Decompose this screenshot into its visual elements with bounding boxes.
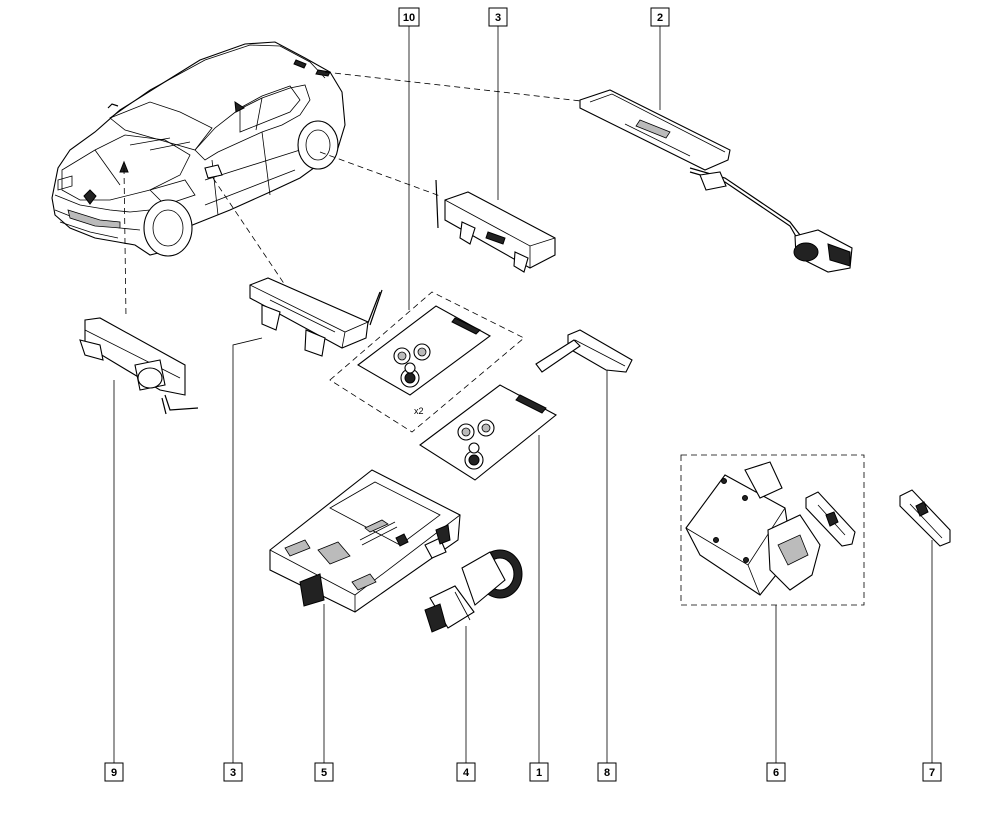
callout-8: 8 [597,762,617,782]
svg-text:10: 10 [403,12,415,24]
callout-4: 4 [456,762,476,782]
callout-2: 2 [650,7,670,27]
svg-text:3: 3 [230,767,236,779]
svg-text:9: 9 [111,767,117,779]
callout-leaders [113,26,933,764]
callout-1: 1 [529,762,549,782]
svg-text:7: 7 [929,767,935,779]
part-5-control-unit [269,469,461,613]
callout-6: 6 [766,762,786,782]
part-8-emergency-key [535,329,633,373]
connection-lines [123,71,865,606]
svg-text:4: 4 [463,767,470,779]
callout-3-lower: 3 [223,762,243,782]
callout-7: 7 [922,762,942,782]
part-2-antenna [579,89,853,273]
part-6-steering-lock [685,461,856,596]
callout-5: 5 [314,762,334,782]
svg-text:8: 8 [604,767,610,779]
callout-10: 10 [398,7,420,27]
part-10-key-card: x2 [357,305,492,416]
svg-text:2: 2 [657,12,663,24]
part-4-card-reader [424,549,523,633]
part-7-pin [899,489,951,547]
part-3-upper-antenna-module [435,179,556,273]
callout-9: 9 [104,762,124,782]
svg-text:1: 1 [536,767,542,779]
part-3-lower-antenna-module [249,277,383,357]
svg-text:3: 3 [495,12,501,24]
svg-text:5: 5 [321,767,327,779]
callout-3-upper: 3 [488,7,508,27]
part-9-bracket [79,317,199,415]
part-1-key-card [419,384,557,481]
car-illustration [51,41,346,257]
quantity-label: x2 [414,406,424,416]
svg-text:6: 6 [773,767,779,779]
